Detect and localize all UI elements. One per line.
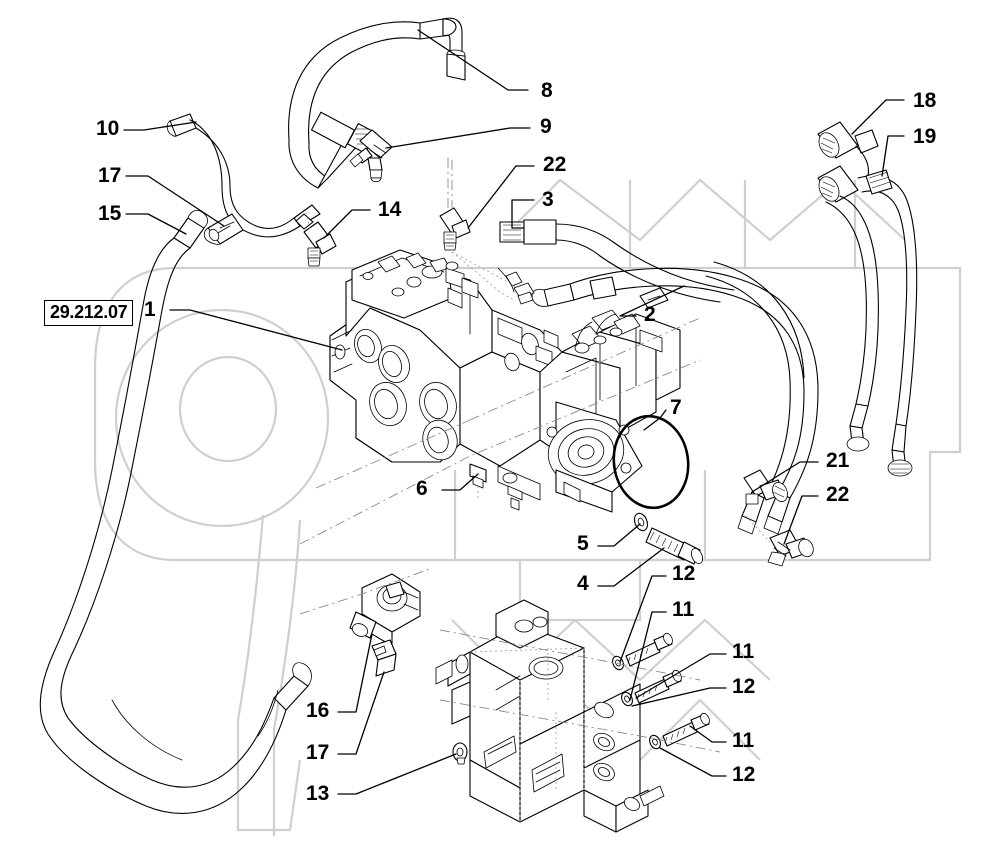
- bolt-4: [645, 527, 704, 565]
- callout-10: 10: [96, 117, 120, 140]
- detail-linkage: [451, 251, 535, 305]
- callout-1: 1: [144, 298, 156, 321]
- callout-12-a: 12: [672, 562, 696, 585]
- bolt-11-a: [612, 632, 673, 671]
- callout-9: 9: [540, 115, 552, 138]
- bolt-11-b: [621, 669, 682, 707]
- callout-16: 16: [306, 699, 330, 722]
- o-ring-7: [612, 414, 690, 510]
- callout-22-lower: 22: [826, 483, 850, 506]
- hose-15: [39, 210, 312, 814]
- clamp-17b: [371, 639, 397, 677]
- callout-11-c: 11: [732, 729, 755, 752]
- callout-2: 2: [644, 303, 656, 326]
- callout-15: 15: [98, 202, 122, 225]
- fitting-9: [349, 129, 393, 183]
- callout-12-c: 12: [732, 763, 756, 786]
- valve-block: [435, 599, 665, 833]
- callout-22-upper: 22: [543, 153, 567, 176]
- fitting-22a: [439, 158, 471, 251]
- clamp-17a: [203, 213, 244, 245]
- washer-5: [633, 512, 649, 532]
- fitting-14: [303, 211, 337, 267]
- callout-4: 4: [577, 572, 589, 595]
- callout-14: 14: [378, 198, 402, 221]
- callout-11-a: 11: [672, 598, 695, 621]
- callout-5: 5: [577, 532, 589, 555]
- callout-3: 3: [542, 188, 554, 211]
- valve-block-axes: [439, 629, 721, 753]
- tube-10: [166, 113, 321, 238]
- callout-7: 7: [670, 396, 682, 419]
- fitting-18: [817, 121, 879, 203]
- callout-6: 6: [416, 477, 428, 500]
- center-axes: [299, 160, 701, 545]
- callout-21: 21: [826, 449, 850, 472]
- callout-19: 19: [913, 125, 937, 148]
- reference-code-box: 29.212.07: [44, 300, 134, 326]
- plug-13: [452, 742, 468, 765]
- fitting-22b: [741, 511, 814, 567]
- leader-lines: [123, 29, 905, 795]
- callout-17-upper: 17: [98, 164, 122, 187]
- callout-18: 18: [913, 89, 937, 112]
- valve-16: [299, 567, 433, 647]
- pump-assembly-1: [329, 249, 681, 513]
- callout-17-lower: 17: [306, 741, 330, 764]
- callout-8: 8: [541, 79, 553, 102]
- callout-11-b: 11: [732, 640, 755, 663]
- bolt-11-c: [649, 712, 710, 750]
- hose-19: [825, 169, 918, 477]
- hose-2: [531, 261, 819, 535]
- callout-12-b: 12: [732, 675, 756, 698]
- callout-13: 13: [306, 782, 330, 805]
- fitting-21: [743, 469, 788, 505]
